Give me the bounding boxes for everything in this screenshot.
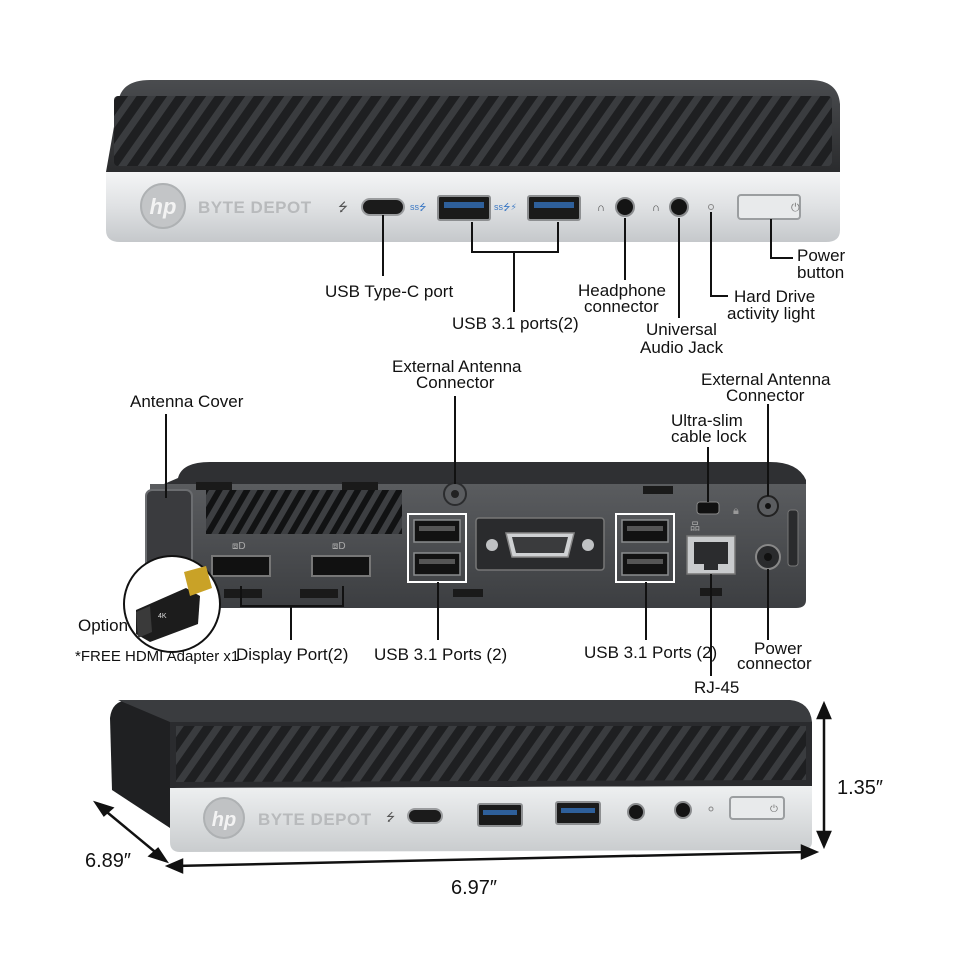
label-cable-lock-2: cable lock: [671, 427, 747, 446]
front-view: hp BYTE DEPOT ⭍ ss⭍ ss⭍⚡ ∩ ∩ ⏻ USB Type-…: [106, 80, 846, 357]
label-usb31-front: USB 3.1 ports(2): [452, 314, 579, 333]
label-display-port: Display Port(2): [236, 645, 348, 664]
display-port-1: [211, 555, 271, 577]
rear-view: ⧈D ⧈D 品 🔒︎: [75, 357, 831, 697]
label-rj45: RJ-45: [694, 678, 739, 697]
hp-logo-2: hp: [203, 797, 245, 839]
label-audio-2: Audio Jack: [640, 338, 724, 357]
dimension-arrows: [92, 700, 832, 874]
label-option: Option: [78, 616, 128, 635]
network-symbol-icon: 品: [690, 521, 700, 533]
front-callout-lines: [382, 212, 793, 318]
audio-jack-2: [674, 801, 692, 819]
rear-vent: [206, 490, 402, 534]
label-hdmi-adapter: *FREE HDMI Adapter x1: [75, 648, 239, 665]
label-audio-1: Universal: [646, 320, 717, 339]
headphone-symbol-icon: ∩: [597, 202, 605, 214]
label-power-btn-2: button: [797, 263, 844, 282]
headset-symbol-icon: ∩: [652, 202, 660, 214]
label-hdd-1: Hard Drive: [734, 287, 815, 306]
label-headphone-1: Headphone: [578, 281, 666, 300]
dimension-width: 6.97″: [451, 877, 497, 899]
label-usb31-right: USB 3.1 Ports (2): [584, 643, 717, 662]
front-vent-grille: [114, 96, 832, 166]
store-watermark-2: BYTE DEPOT: [258, 810, 372, 829]
headphone-jack-2: [627, 803, 645, 821]
hdmi-adapter-inset: 4K: [123, 555, 221, 653]
ss-symbol-icon: ss⭍: [410, 202, 427, 212]
rear-callout-lines: [165, 396, 769, 676]
store-watermark: BYTE DEPOT: [198, 198, 312, 217]
usb-c-symbol-icon: ⭍: [338, 200, 348, 214]
power-button-2: [729, 796, 785, 820]
dp-symbol-1-icon: ⧈D: [232, 541, 246, 552]
svg-text:⏻: ⏻: [770, 804, 778, 815]
hdd-led: [708, 204, 714, 210]
label-antenna-cover: Antenna Cover: [130, 392, 244, 411]
power-icon: ⏻: [791, 202, 800, 214]
label-usb31-left: USB 3.1 Ports (2): [374, 645, 507, 664]
hp-logo: hp: [140, 183, 186, 229]
perspective-view: hp BYTE DEPOT ⭍ ⏻ 6.89″ 6.97″ 1.35″: [85, 700, 883, 899]
svg-text:hp: hp: [212, 809, 236, 831]
cable-lock-slot: [696, 501, 720, 515]
usb-c-symbol-2-icon: ⭍: [386, 811, 395, 824]
label-hdd-2: activity light: [727, 304, 815, 323]
label-ext-ant2-1: External Antenna: [701, 370, 831, 389]
power-button: [737, 194, 801, 220]
label-power-conn-1: Power: [754, 639, 803, 658]
rear-chassis-top: [150, 462, 806, 490]
label-cable-lock-1: Ultra-slim: [671, 411, 743, 430]
adapter-badge: 4K: [158, 613, 167, 620]
dimension-depth: 6.89″: [85, 850, 131, 872]
persp-vent: [176, 726, 806, 782]
audio-jack: [669, 197, 689, 217]
ss-charge-symbol-icon: ss⭍⚡: [494, 202, 517, 212]
lock-symbol-icon: 🔒︎: [733, 505, 739, 517]
svg-text:hp: hp: [150, 194, 177, 219]
headphone-jack: [615, 197, 635, 217]
label-usb-c: USB Type-C port: [325, 282, 453, 301]
label-power-btn-1: Power: [797, 246, 846, 265]
usb-c-port: [361, 198, 405, 216]
label-ext-ant1-1: External Antenna: [392, 357, 522, 376]
usb-c-port-2: [407, 808, 443, 824]
dimension-height: 1.35″: [837, 777, 883, 799]
label-ext-ant1-2: Connector: [416, 373, 495, 392]
dp-symbol-2-icon: ⧈D: [332, 541, 346, 552]
persp-side: [110, 700, 170, 828]
label-power-conn-2: connector: [737, 654, 812, 673]
persp-top: [118, 700, 812, 722]
label-ext-ant2-2: Connector: [726, 386, 805, 405]
label-headphone-2: connector: [584, 297, 659, 316]
display-port-2: [311, 555, 371, 577]
